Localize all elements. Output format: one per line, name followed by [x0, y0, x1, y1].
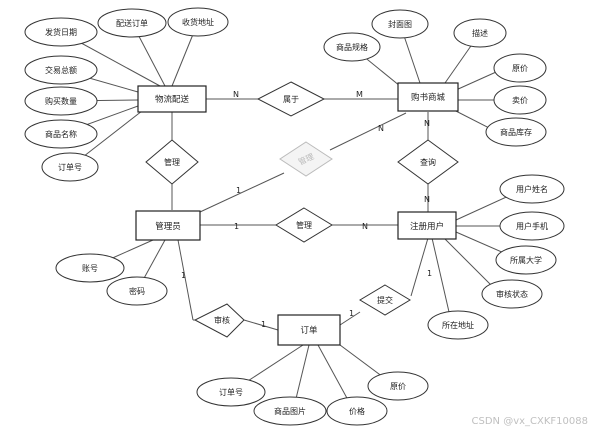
cardinality-label: N	[424, 119, 430, 128]
cardinality-label: 1	[236, 186, 241, 195]
attr-spec: 商品规格	[323, 32, 381, 62]
attr-buy-qty: 购买数量	[24, 86, 98, 116]
svg-text:商品规格: 商品规格	[336, 42, 368, 52]
attr-account: 账号	[55, 253, 125, 283]
relation-submit: 提交	[359, 284, 411, 316]
svg-text:卖价: 卖价	[512, 96, 528, 105]
svg-text:审核状态: 审核状态	[496, 289, 528, 299]
svg-text:商品图片: 商品图片	[274, 406, 306, 416]
attr-order-no-2: 订单号	[196, 377, 266, 407]
svg-text:订单号: 订单号	[58, 162, 82, 172]
entity-order: 订单	[277, 314, 341, 346]
entity-label: 物流配送	[155, 94, 190, 105]
attr-location: 所在地址	[427, 310, 489, 340]
cardinality-label: 1	[349, 309, 354, 318]
relation-label: 管理	[164, 157, 180, 167]
entity-user: 注册用户	[397, 211, 457, 240]
attr-total-amount: 交易总额	[24, 55, 98, 85]
svg-text:购买数量: 购买数量	[45, 96, 77, 106]
svg-text:发货日期: 发货日期	[45, 27, 77, 37]
attr-user-phone: 用户手机	[499, 211, 565, 241]
attr-user-name: 用户姓名	[499, 174, 565, 204]
cardinalities: N M 1 N N N 1 N 1 1 1 1	[181, 90, 432, 329]
attr-password: 密码	[106, 276, 168, 306]
attr-orig-price: 原价	[493, 53, 547, 83]
svg-text:描述: 描述	[472, 28, 488, 38]
attr-order-price: 原价	[367, 371, 429, 401]
svg-text:原价: 原价	[390, 382, 406, 391]
cardinality-label: 1	[427, 269, 432, 278]
entity-admin: 管理员	[135, 210, 201, 241]
svg-text:所属大学: 所属大学	[510, 255, 542, 265]
attr-order-no: 订单号	[41, 152, 99, 182]
svg-text:账号: 账号	[82, 264, 98, 273]
cardinality-label: 1	[234, 222, 239, 231]
cardinality-label: N	[233, 90, 239, 99]
svg-text:收货地址: 收货地址	[182, 17, 214, 27]
svg-text:原价: 原价	[512, 64, 528, 73]
relation-manage-user: 管理	[275, 207, 333, 243]
svg-text:密码: 密码	[129, 286, 145, 296]
cardinality-label: N	[362, 222, 368, 231]
attr-university: 所属大学	[495, 245, 557, 275]
svg-text:用户姓名: 用户姓名	[516, 184, 548, 194]
entity-label: 管理员	[155, 221, 181, 232]
relation-audit: 审核	[193, 303, 245, 338]
relation-manage-mall: 管理	[279, 141, 333, 177]
svg-text:订单号: 订单号	[219, 387, 243, 397]
relation-label: 查询	[420, 157, 436, 167]
attr-ship-date: 发货日期	[24, 17, 98, 47]
watermark: CSDN @vx_CXKF10088	[471, 416, 588, 427]
relation-query: 查询	[397, 139, 459, 185]
attr-audit-status: 审核状态	[481, 279, 543, 309]
cardinality-label: M	[356, 90, 363, 99]
attr-product-name: 商品名称	[24, 119, 98, 149]
entity-logistics: 物流配送	[137, 85, 207, 113]
entity-label: 购书商城	[411, 92, 446, 103]
svg-text:交易总额: 交易总额	[45, 65, 77, 75]
svg-text:商品库存: 商品库存	[500, 127, 532, 137]
entity-label: 订单	[300, 325, 318, 336]
svg-text:所在地址: 所在地址	[442, 320, 474, 330]
svg-text:用户手机: 用户手机	[516, 221, 548, 231]
svg-text:配送订单: 配送订单	[116, 18, 148, 28]
cardinality-label: 1	[261, 320, 266, 329]
entity-mall: 购书商城	[397, 82, 459, 112]
attr-description: 描述	[453, 18, 507, 48]
cardinality-label: N	[378, 124, 384, 133]
attr-stock: 商品库存	[485, 117, 547, 147]
svg-text:价格: 价格	[349, 406, 365, 416]
relation-belongs: 属于	[256, 81, 326, 117]
attr-product-image: 商品图片	[253, 396, 327, 426]
svg-text:商品名称: 商品名称	[45, 129, 77, 139]
entity-label: 注册用户	[410, 221, 444, 232]
relation-label: 审核	[214, 315, 230, 325]
attr-order-deliver: 配送订单	[97, 8, 167, 38]
relation-label: 管理	[296, 220, 312, 230]
cardinality-label: N	[424, 195, 430, 204]
attr-cover-image: 封面图	[371, 9, 429, 39]
attr-sale-price: 卖价	[493, 85, 547, 115]
relation-label: 属于	[283, 95, 299, 104]
attr-address: 收货地址	[167, 7, 229, 37]
cardinality-label: 1	[181, 271, 186, 280]
attr-price: 价格	[326, 396, 388, 426]
relation-manage-logistics: 管理	[145, 139, 199, 185]
relation-label: 提交	[377, 295, 393, 305]
svg-text:封面图: 封面图	[388, 19, 412, 29]
